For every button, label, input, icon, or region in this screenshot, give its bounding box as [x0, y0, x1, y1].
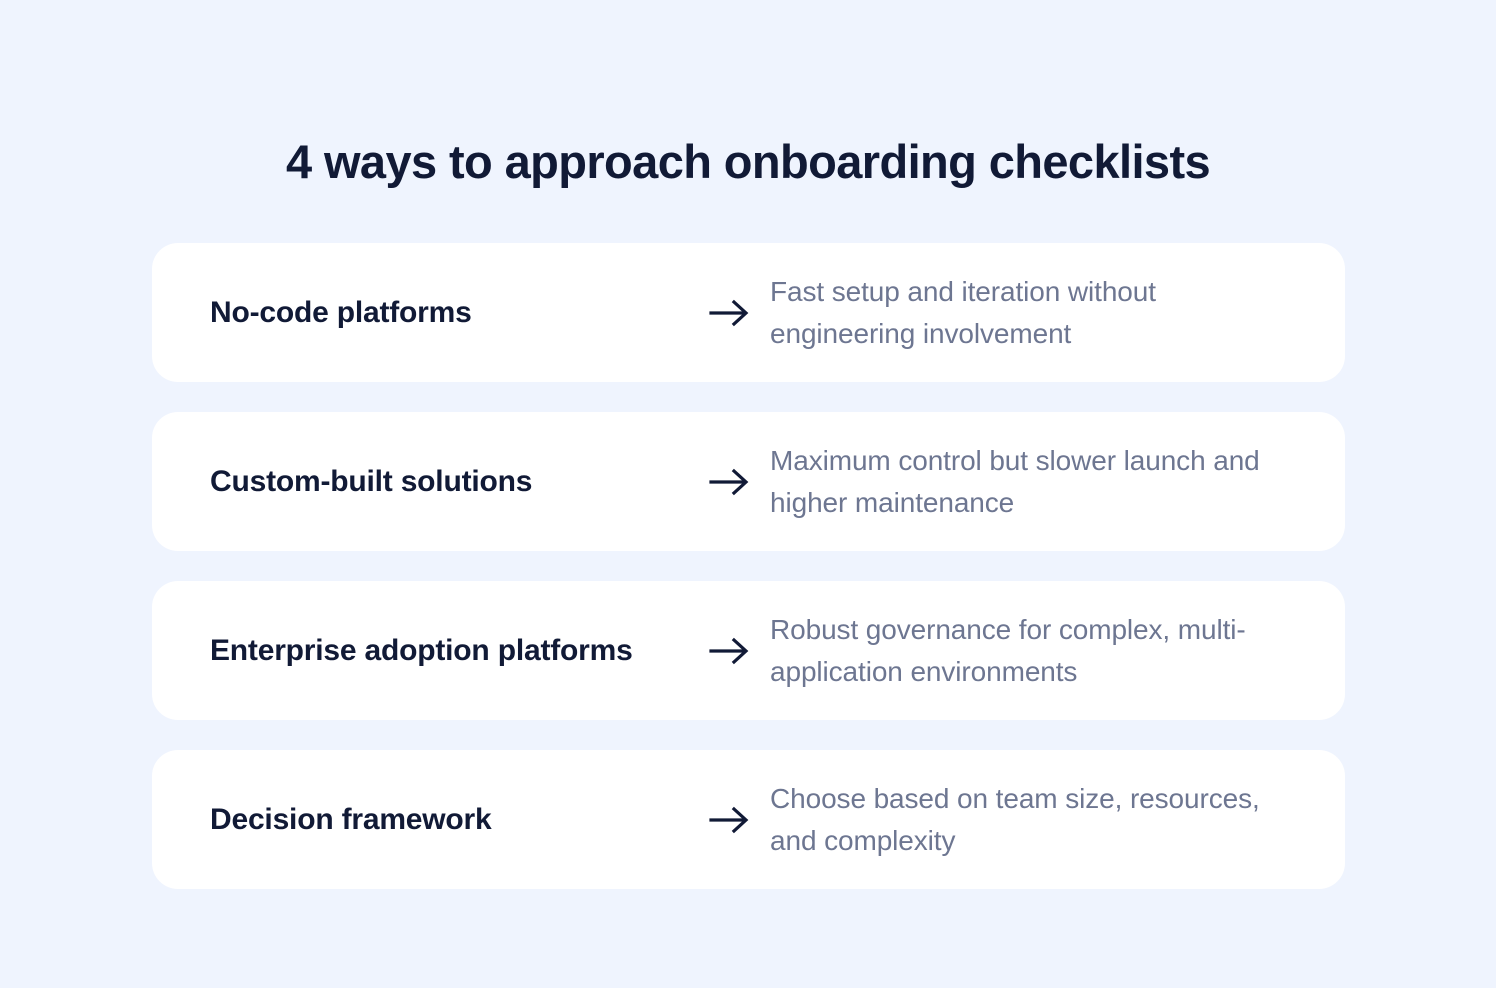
approach-description: Choose based on team size, resources, an… [770, 782, 1260, 856]
approach-description: Fast setup and iteration without enginee… [770, 275, 1156, 349]
arrow-right-icon [700, 298, 760, 328]
arrow-right-icon [700, 636, 760, 666]
approach-label: No-code platforms [210, 296, 472, 329]
approach-card: Enterprise adoption platforms Robust gov… [152, 581, 1345, 720]
arrow-right-icon [700, 805, 760, 835]
approach-card-list: No-code platforms Fast setup and iterati… [152, 243, 1345, 889]
arrow-right-icon [700, 467, 760, 497]
approach-card: Custom-built solutions Maximum control b… [152, 412, 1345, 551]
approach-label: Decision framework [210, 803, 492, 836]
page-title: 4 ways to approach onboarding checklists [285, 135, 1211, 189]
approach-card: No-code platforms Fast setup and iterati… [152, 243, 1345, 382]
approach-label: Custom-built solutions [210, 465, 533, 498]
approach-label: Enterprise adoption platforms [210, 634, 633, 667]
approach-card: Decision framework Choose based on team … [152, 750, 1345, 889]
approach-description: Maximum control but slower launch and hi… [770, 444, 1260, 518]
approach-description: Robust governance for complex, multi-app… [770, 613, 1246, 687]
